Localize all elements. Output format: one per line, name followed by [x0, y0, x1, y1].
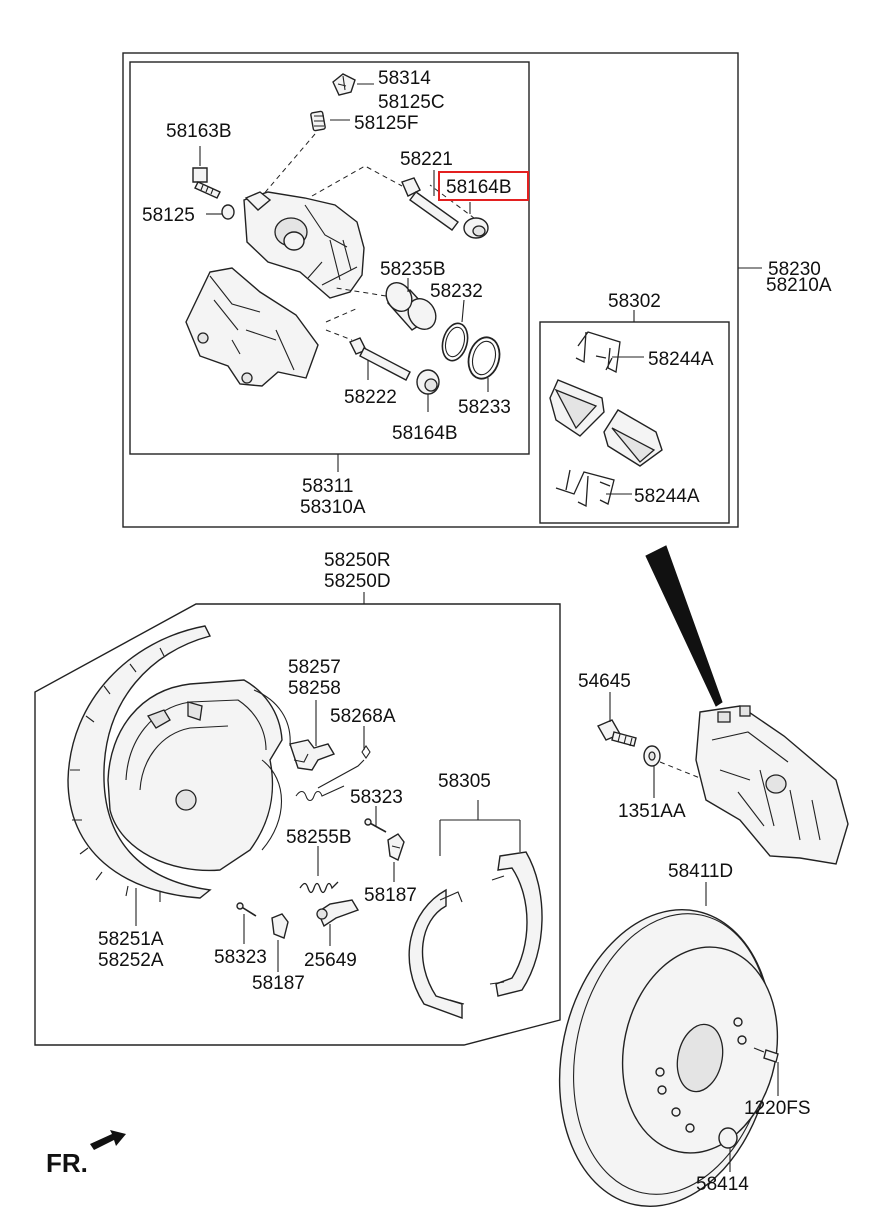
callout-58125F[interactable]: 58125F	[354, 113, 418, 134]
callout-58187-right[interactable]: 58187	[364, 885, 417, 906]
assembly-dashed-line	[659, 761, 701, 779]
adjuster-58257-illustration	[289, 739, 336, 771]
callout-58314[interactable]: 58314	[378, 68, 431, 89]
highlight-box-58164B	[438, 171, 529, 201]
clip-58187-right-illustration	[387, 833, 405, 861]
pad-clip-58244A-top	[575, 331, 621, 373]
screw-1220FS-illustration	[753, 1047, 779, 1063]
callout-58164B-top[interactable]: 58164B	[446, 177, 512, 198]
piston-seal-58232	[441, 322, 469, 362]
callout-58311[interactable]: 58311	[302, 476, 353, 497]
washer-58125	[221, 204, 235, 220]
callout-58222[interactable]: 58222	[344, 387, 397, 408]
callout-58187-left[interactable]: 58187	[252, 973, 305, 994]
spring-58255B-illustration	[299, 881, 339, 894]
callout-58268A[interactable]: 58268A	[330, 706, 396, 727]
assembly-dashed-line	[261, 133, 316, 197]
callout-58414[interactable]: 58414	[696, 1174, 749, 1195]
callout-58255B[interactable]: 58255B	[286, 827, 352, 848]
callout-58233[interactable]: 58233	[458, 397, 511, 418]
brake-pad-right	[603, 409, 663, 467]
callout-58244A-top[interactable]: 58244A	[648, 349, 714, 370]
caliper-subassembly-frame	[129, 61, 530, 455]
assembled-caliper-illustration	[695, 705, 849, 865]
callout-58323-right[interactable]: 58323	[350, 787, 403, 808]
bleeder-screw-58125F	[310, 110, 326, 132]
backing-plate-frame	[34, 603, 561, 1046]
callout-1351AA[interactable]: 1351AA	[618, 801, 686, 822]
callout-58310A[interactable]: 58310A	[300, 497, 366, 518]
callout-58221[interactable]: 58221	[400, 149, 453, 170]
dust-shield-58251A-illustration	[67, 625, 291, 902]
pin-58323-right-illustration	[364, 818, 387, 833]
caliper-body-illustration	[243, 191, 365, 299]
callout-58411D[interactable]: 58411D	[668, 861, 733, 882]
parking-brake-shoes-58305-illustration	[408, 851, 543, 1020]
pin-boot-58164B-bottom	[416, 369, 440, 395]
adjuster-25649-illustration	[316, 899, 360, 928]
spring-58268A-illustration	[295, 745, 371, 802]
washer-1351AA-illustration	[643, 745, 661, 767]
assembly-pointer-arrow	[645, 545, 723, 707]
clip-part-58314	[332, 73, 356, 96]
assembly-dashed-line	[325, 307, 359, 341]
callout-58258[interactable]: 58258	[288, 678, 341, 699]
callout-58252A[interactable]: 58252A	[98, 950, 164, 971]
callout-58305[interactable]: 58305	[438, 771, 491, 792]
callout-58250D[interactable]: 58250D	[324, 571, 391, 592]
callout-58230[interactable]: 58230	[768, 259, 821, 280]
brake-disc-58411D-illustration	[558, 908, 779, 1208]
caliper-bracket-illustration	[185, 267, 319, 387]
part-callouts: 58314 58125C 58125F 58163B 58221 58164B …	[46, 68, 832, 1195]
guide-bolt-58163B	[192, 167, 221, 199]
callout-58125C[interactable]: 58125C	[378, 92, 445, 113]
pad-clip-58244A-bottom	[555, 469, 615, 508]
pin-boot-58164B-top	[463, 217, 489, 239]
guide-pin-58221	[401, 177, 459, 231]
front-orientation-label: FR.	[46, 1148, 88, 1178]
clip-58187-left-illustration	[271, 913, 289, 939]
callout-58232[interactable]: 58232	[430, 281, 483, 302]
callout-58164B-bottom[interactable]: 58164B	[392, 423, 458, 444]
guide-pin-58222	[349, 337, 411, 381]
dust-boot-58233	[467, 336, 501, 380]
callout-58323-left[interactable]: 58323	[214, 947, 267, 968]
callout-1220FS[interactable]: 1220FS	[744, 1098, 811, 1119]
callout-58250R[interactable]: 58250R	[324, 550, 391, 571]
piston-58235B	[385, 281, 437, 331]
callout-58251A[interactable]: 58251A	[98, 929, 164, 950]
pin-58323-left-illustration	[236, 902, 257, 917]
hub-pin-58414-illustration	[718, 1127, 738, 1149]
callout-25649[interactable]: 25649	[304, 950, 357, 971]
callout-58125[interactable]: 58125	[142, 205, 195, 226]
assembly-dashed-line	[311, 165, 403, 197]
bolt-54645-illustration	[597, 719, 637, 747]
brake-pad-left	[549, 379, 605, 437]
callout-58257[interactable]: 58257	[288, 657, 341, 678]
callout-58244A-bottom[interactable]: 58244A	[634, 486, 700, 507]
callout-58163B[interactable]: 58163B	[166, 121, 232, 142]
callout-54645[interactable]: 54645	[578, 671, 631, 692]
callout-58302[interactable]: 58302	[608, 291, 661, 312]
front-direction-arrow-icon	[90, 1130, 126, 1150]
callout-58235B[interactable]: 58235B	[380, 259, 446, 280]
callout-58210A[interactable]: 58210A	[766, 275, 832, 296]
caliper-assembly-frame	[122, 52, 739, 528]
leader-lines	[135, 83, 779, 1172]
